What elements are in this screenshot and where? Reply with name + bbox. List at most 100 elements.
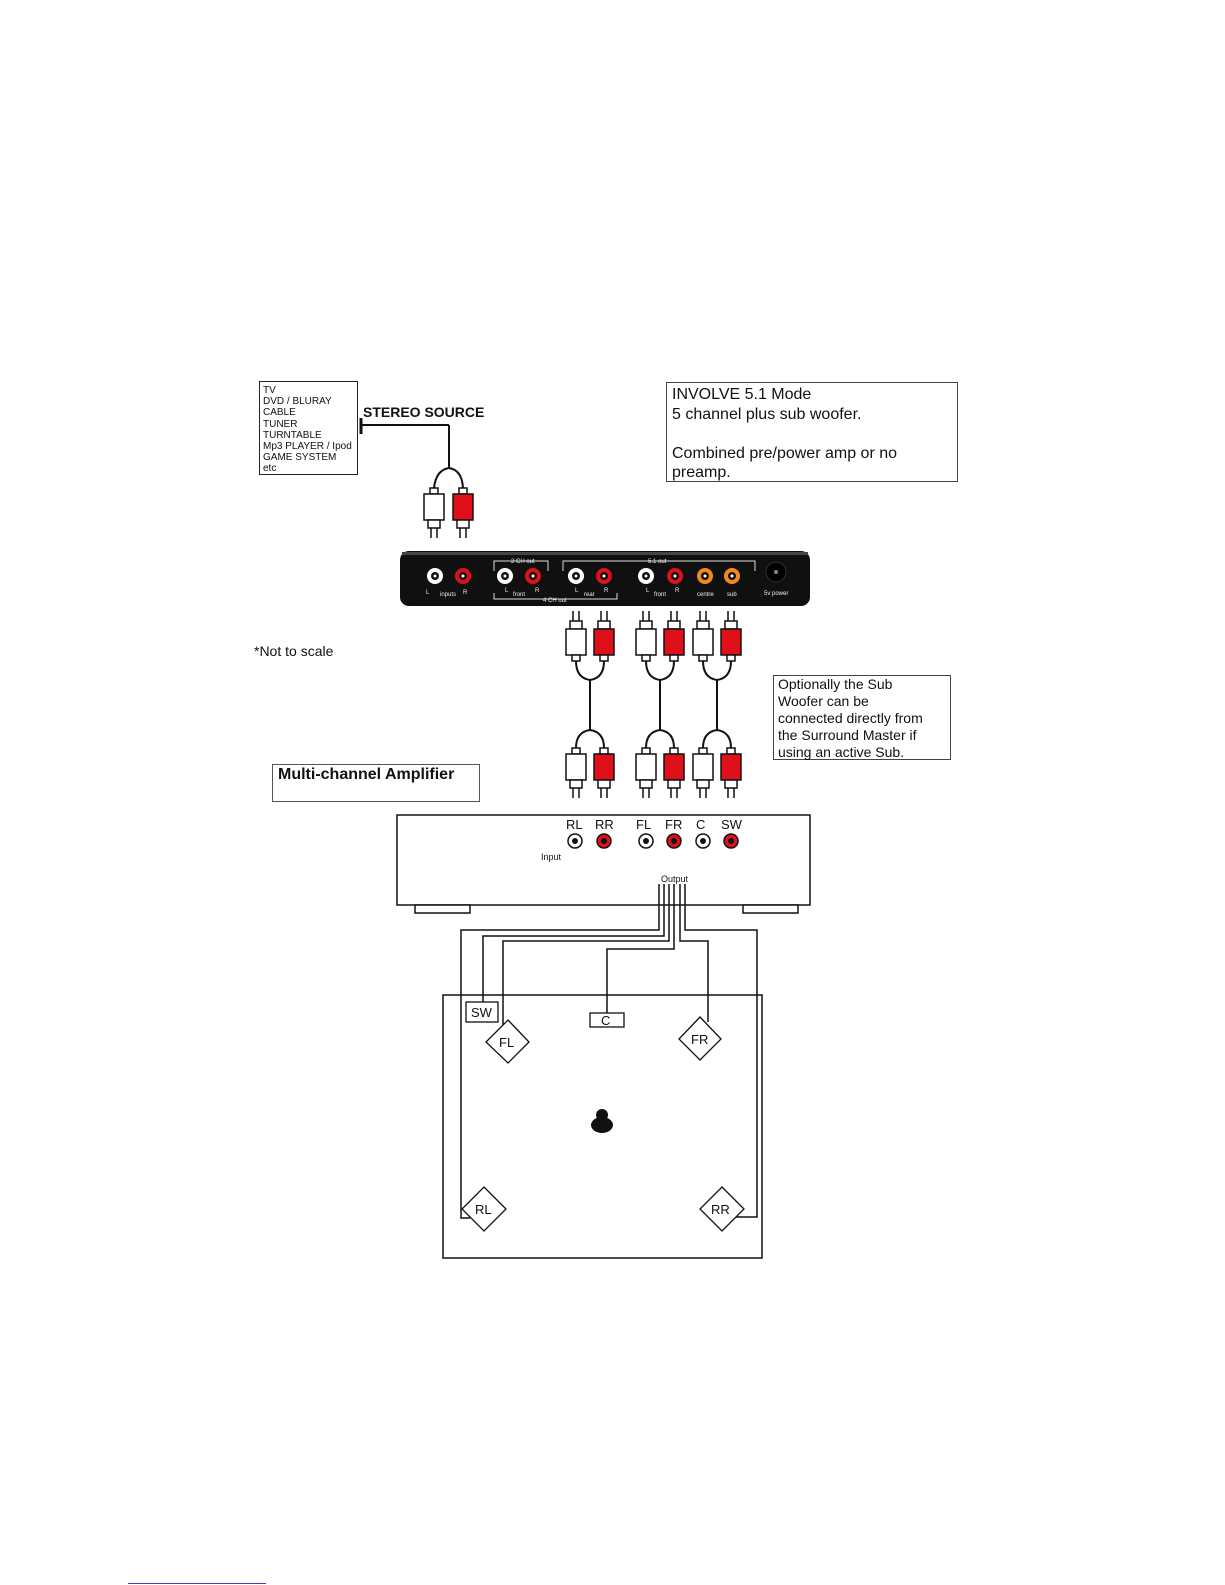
amp-channel-fr: FR	[665, 817, 682, 832]
amp-jack-rr	[596, 833, 612, 849]
amp-jack-c	[695, 833, 711, 849]
lower-plug-white-1	[565, 747, 587, 798]
upper-plug-white-1	[565, 611, 587, 662]
source-devices-box: TV DVD / BLURAY CABLE TUNER TURNTABLE Mp…	[259, 381, 358, 475]
mode-description-box: INVOLVE 5.1 Mode 5 channel plus sub woof…	[666, 382, 958, 482]
speaker-sw: SW	[465, 1001, 499, 1023]
not-to-scale-note: *Not to scale	[254, 643, 334, 659]
amp-channel-sw: SW	[721, 817, 743, 832]
device-label-rear-r: R	[604, 588, 609, 594]
device-jack-centre	[697, 568, 713, 584]
upper-plug-red-1	[593, 611, 615, 662]
speaker-rl-label: RL	[475, 1202, 492, 1217]
device-power-jack	[765, 561, 787, 583]
amp-input-label: Input	[541, 852, 562, 862]
amp-jack-sw	[723, 833, 739, 849]
device-jack-input-r	[455, 568, 471, 584]
device-label-front-51-r: R	[675, 588, 680, 594]
optional-line: the Surround Master if	[778, 727, 917, 743]
device-jack-rear-l	[568, 568, 584, 584]
device-label-inputs: inputs	[440, 592, 456, 598]
speaker-fr-label: FR	[691, 1032, 708, 1047]
source-item: etc	[263, 463, 277, 475]
mode-line: 5 channel plus sub woofer.	[672, 405, 862, 423]
amp-channel-fl: FL	[636, 817, 651, 832]
device-label-4ch-out: 4 CH out	[543, 598, 567, 604]
speaker-sw-label: SW	[471, 1005, 493, 1020]
amp-jack-fr	[666, 833, 682, 849]
device-jack-input-l	[427, 568, 443, 584]
device-jack-front-l	[638, 568, 654, 584]
surround-device: 2 CH out 5.1 out 4 CH out L inputs R L f…	[400, 551, 810, 606]
upper-plug-white-2	[635, 611, 657, 662]
speaker-fr: FR	[678, 1016, 722, 1061]
device-label-front-2ch-r: R	[535, 588, 540, 594]
mode-line: preamp.	[672, 464, 731, 481]
listener-icon	[591, 1109, 613, 1133]
optional-line: connected directly from	[778, 710, 923, 726]
amplifier: RL RR FL FR C SW Input Output	[396, 814, 811, 914]
amp-jack-fl	[638, 833, 654, 849]
upper-plug-red-3	[720, 611, 742, 662]
amp-channel-c: C	[696, 817, 705, 832]
device-label-inputs-r: R	[463, 590, 468, 596]
source-item: DVD / BLURAY	[263, 396, 332, 408]
speaker-c: C	[589, 1012, 625, 1028]
source-item: GAME SYSTEM	[263, 452, 337, 464]
device-label-front-51: front	[654, 592, 666, 598]
source-item: Mp3 PLAYER / Ipod	[263, 441, 352, 453]
speaker-rl: RL	[461, 1186, 507, 1232]
room: SW C FL FR RL RR	[442, 994, 763, 1259]
source-cable	[359, 418, 464, 489]
device-label-sub: sub	[727, 592, 737, 598]
lower-plug-white-2	[635, 747, 657, 798]
device-jack-rear-r	[596, 568, 612, 584]
device-jack-2ch-l	[497, 568, 513, 584]
lower-plug-white-3	[692, 747, 714, 798]
device-label-2ch-out: 2 CH out	[511, 559, 535, 565]
device-jack-sub	[724, 568, 740, 584]
cable-2	[645, 660, 675, 749]
cable-3	[702, 660, 732, 749]
device-label-front-2ch-l: L	[505, 588, 509, 594]
speaker-rr: RR	[699, 1186, 745, 1232]
cable-pairs	[565, 611, 742, 798]
device-label-rear: rear	[584, 592, 595, 598]
amp-channel-rl: RL	[566, 817, 583, 832]
optional-line: Woofer can be	[778, 693, 869, 709]
upper-plug-white-3	[692, 611, 714, 662]
speaker-fl: FL	[485, 1019, 530, 1064]
mode-line: INVOLVE 5.1 Mode	[672, 386, 812, 403]
source-item: TUNER	[263, 418, 298, 430]
device-label-front-51-l: L	[646, 588, 650, 594]
upper-plug-red-2	[663, 611, 685, 662]
source-item: TURNTABLE	[263, 429, 322, 441]
source-item: CABLE	[263, 407, 296, 419]
amp-output-label: Output	[661, 874, 689, 884]
speaker-rr-label: RR	[711, 1202, 730, 1217]
device-label-inputs-l: L	[426, 590, 430, 596]
device-jack-front-r	[667, 568, 683, 584]
device-label-rear-l: L	[575, 588, 579, 594]
speaker-wiring	[460, 884, 758, 1219]
amplifier-title: Multi-channel Amplifier	[272, 764, 480, 802]
optional-sub-note-box: Optionally the Sub Woofer can be connect…	[773, 675, 951, 760]
source-plug-white	[423, 487, 445, 538]
device-label-centre: centre	[697, 592, 714, 598]
optional-line: using an active Sub.	[778, 744, 905, 760]
lower-plug-red-1	[593, 747, 615, 798]
device-label-front-2ch: front	[513, 592, 525, 598]
device-label-51-out: 5.1 out	[648, 559, 667, 565]
speaker-fl-label: FL	[499, 1035, 514, 1050]
cable-1	[575, 660, 605, 749]
lower-plug-red-2	[663, 747, 685, 798]
amp-jack-rl	[567, 833, 583, 849]
device-label-power: 5v power	[764, 591, 788, 597]
device-jack-2ch-r	[525, 568, 541, 584]
mode-line: Combined pre/power amp or no	[672, 444, 898, 462]
speaker-c-label: C	[601, 1013, 610, 1028]
amp-channel-rr: RR	[595, 817, 614, 832]
mode-line	[672, 424, 957, 444]
stereo-source-label: STEREO SOURCE	[363, 404, 485, 420]
